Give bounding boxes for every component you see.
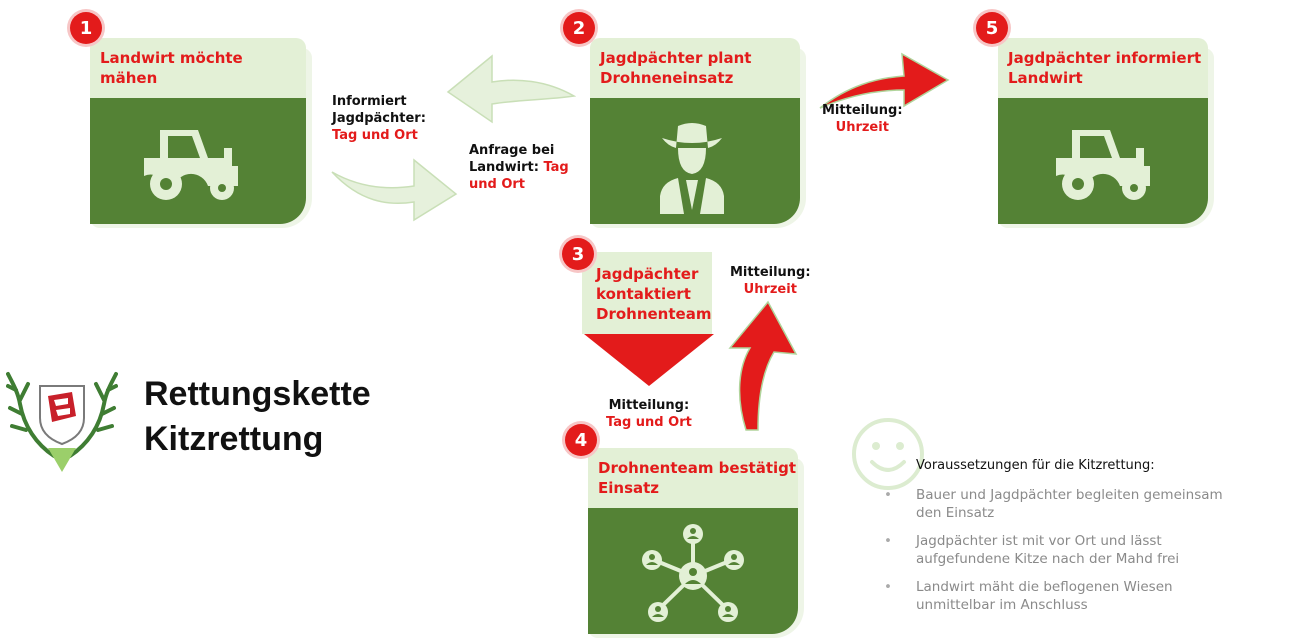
smiley-icon bbox=[852, 418, 924, 490]
step-5-number: 5 bbox=[976, 12, 1008, 44]
antler-crest-logo bbox=[6, 372, 118, 472]
requirements-list: • Bauer und Jagdpächter begleiten gemein… bbox=[884, 486, 1284, 624]
list-item: • Landwirt mäht die beflogenen Wiesen un… bbox=[884, 579, 1173, 613]
list-item: • Bauer und Jagdpächter begleiten gemein… bbox=[884, 487, 1223, 521]
tractor-icon bbox=[1056, 130, 1150, 200]
step-4-number: 4 bbox=[565, 424, 597, 456]
step-1-number: 1 bbox=[70, 12, 102, 44]
arrow-right-red bbox=[819, 52, 950, 109]
page-title: Rettungskette Kitzrettung bbox=[144, 375, 371, 458]
label-mitteilung-uhrzeit-5: Mitteilung: Uhrzeit bbox=[822, 103, 903, 135]
label-mitteilung-tag-ort: Mitteilung: Tag und Ort bbox=[606, 398, 692, 430]
list-item: • Jagdpächter ist mit vor Ort und lässt … bbox=[884, 533, 1180, 567]
arrow-up-red bbox=[728, 300, 798, 431]
hunter-icon bbox=[660, 123, 724, 214]
requirements-title: Voraussetzungen für die Kitzrettung: bbox=[916, 458, 1155, 473]
label-informiert: Informiert Jagdpächter: Tag und Ort bbox=[332, 94, 426, 143]
arrow-right-green bbox=[331, 158, 458, 222]
step-3-down-arrow bbox=[582, 252, 714, 386]
label-mitteilung-uhrzeit-3: Mitteilung: Uhrzeit bbox=[730, 265, 811, 297]
label-anfrage: Anfrage bei Landwirt: Tag und Ort bbox=[469, 143, 569, 192]
network-icon bbox=[642, 524, 744, 622]
tractor-icon bbox=[144, 130, 238, 200]
step-3-number: 3 bbox=[562, 238, 594, 270]
arrow-left-green bbox=[446, 54, 576, 124]
step-2-number: 2 bbox=[563, 12, 595, 44]
